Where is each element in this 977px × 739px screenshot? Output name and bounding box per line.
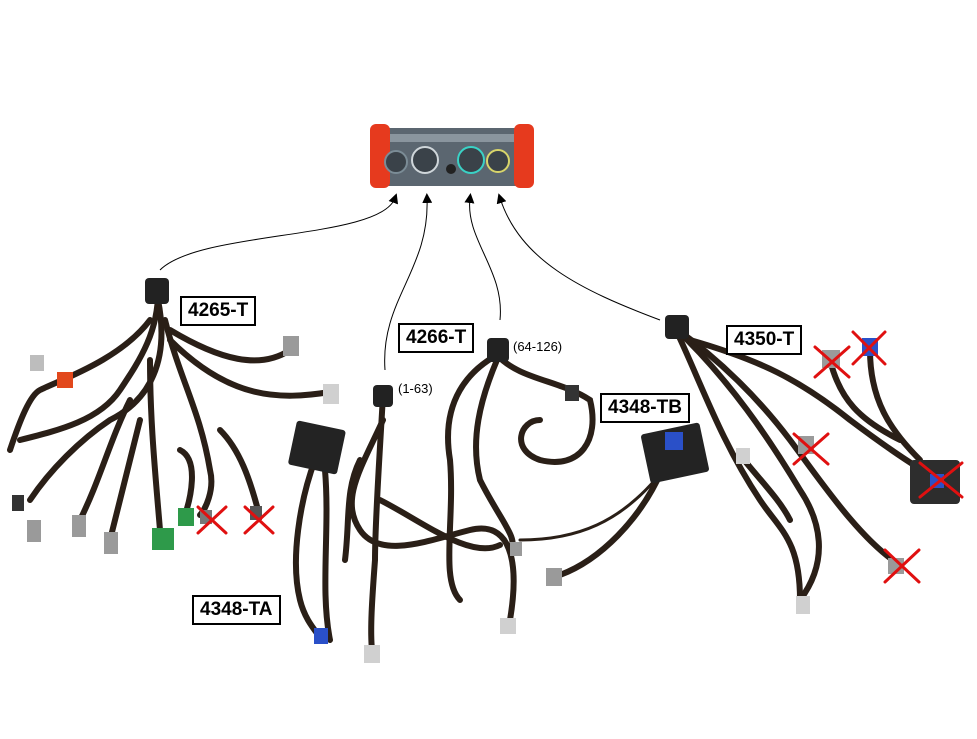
label-4266: 4266-T xyxy=(398,323,475,353)
label-4348a: 4348-TA xyxy=(192,595,281,625)
label-4350: 4350-T xyxy=(726,325,803,355)
arrow-4266-low xyxy=(384,193,433,371)
arrow-4265 xyxy=(159,193,399,271)
harness-4265-cables xyxy=(7,282,333,543)
excluded-connector-cross-icon xyxy=(196,330,964,584)
range-low: (1-63) xyxy=(398,381,433,396)
harness-4266-connectors xyxy=(364,338,579,663)
arrow-4266-high xyxy=(464,193,501,321)
label-4348b: 4348-TB xyxy=(600,393,690,423)
arrow-4350 xyxy=(496,193,661,321)
harness-4348b xyxy=(518,422,709,586)
harness-4265-connectors xyxy=(12,278,339,554)
range-high: (64-126) xyxy=(513,339,563,354)
harness-4348a xyxy=(288,420,346,644)
data-acquisition-unit-icon xyxy=(370,124,534,188)
label-4265: 4265-T xyxy=(180,296,257,326)
harness-4266-cables xyxy=(342,352,596,653)
connection-arrows xyxy=(159,193,661,371)
